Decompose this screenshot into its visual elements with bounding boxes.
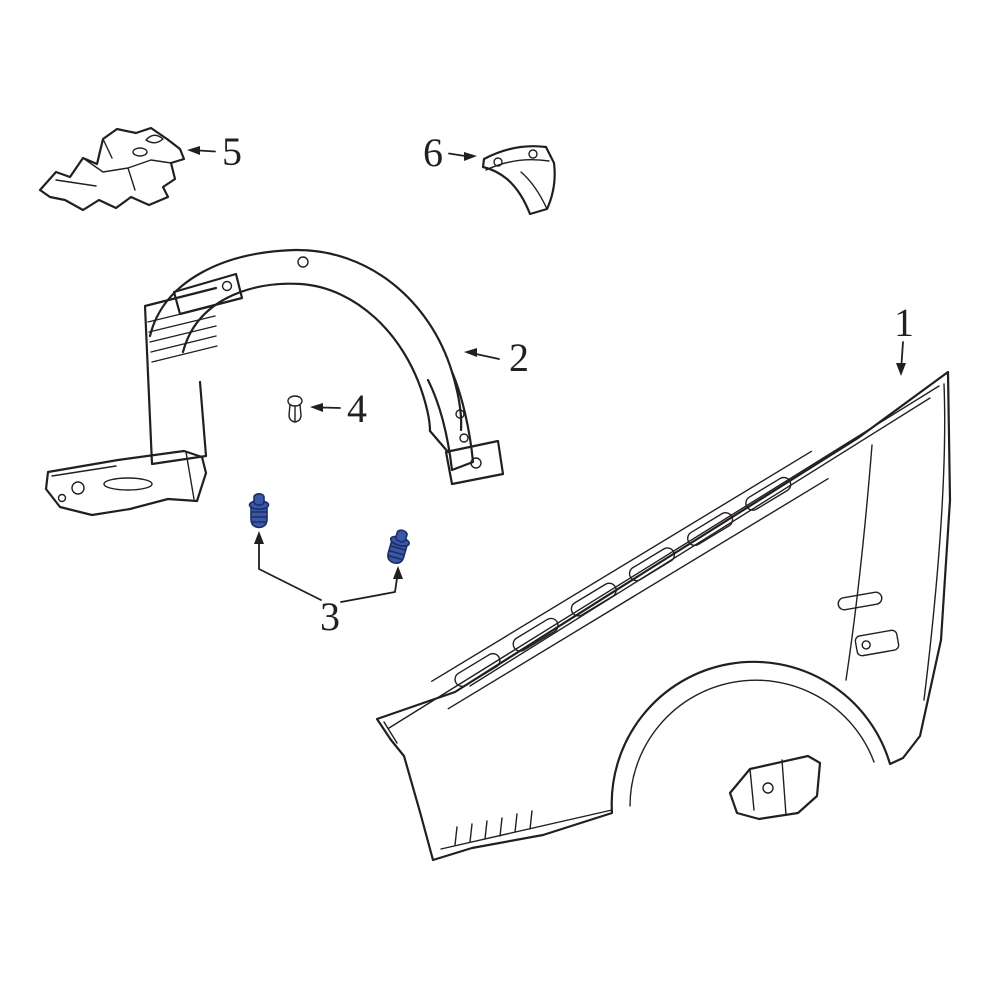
fender-slot <box>570 582 617 617</box>
fender-slot <box>454 652 501 688</box>
arrowhead-2 <box>464 348 477 357</box>
fender-lower-slot <box>854 629 900 657</box>
arrowhead-3b <box>393 566 403 579</box>
fender-lower-slot-hole <box>861 640 871 650</box>
callout-5-shaft <box>198 149 216 153</box>
liner-right-strap <box>426 370 505 486</box>
fender-slot <box>512 617 559 652</box>
part-grommet-clip <box>287 395 303 423</box>
callout-label-1: 1 <box>894 300 914 345</box>
liner-foot-details <box>51 451 195 503</box>
arrowhead-5 <box>187 146 200 155</box>
retainer-clip-rear <box>383 527 413 567</box>
callout-labels: 1 2 3 4 5 6 <box>222 129 914 639</box>
fender-top-creases <box>383 385 940 744</box>
fender-slot <box>687 512 734 547</box>
part-fender-panel <box>375 370 952 862</box>
fender-bottom-flange <box>440 809 613 850</box>
fender-slot-strip <box>431 450 829 710</box>
liner-strap-holes <box>455 409 482 469</box>
callout-4-shaft <box>321 406 341 409</box>
arrowhead-6 <box>464 152 477 161</box>
liner-left-panel <box>143 286 218 466</box>
retainer-clip-front <box>248 493 270 529</box>
part-splash-shield <box>38 126 186 212</box>
clip-knob <box>253 493 265 506</box>
fender-side-marker <box>837 591 883 611</box>
slot-strip-edges <box>431 450 829 710</box>
fender-slot <box>745 476 792 511</box>
arrowhead-1 <box>896 363 906 376</box>
fender-slot <box>628 547 676 582</box>
splash-shield-outline <box>38 126 186 212</box>
grommet-clip-shape <box>287 395 303 423</box>
callout-label-6: 6 <box>423 130 443 175</box>
splash-shield-creases <box>55 134 172 191</box>
callout-label-3: 3 <box>320 594 340 639</box>
bracket-creases <box>485 149 550 210</box>
callout-2-shaft <box>475 353 500 360</box>
side-marker-capsule <box>837 591 883 611</box>
liner-arch-outer <box>148 248 463 432</box>
callout-arrows <box>187 146 906 603</box>
callout-label-4: 4 <box>347 386 367 431</box>
liner-top-tab <box>172 272 244 316</box>
fender-lower-bracket <box>728 754 822 821</box>
callout-label-2: 2 <box>509 335 529 380</box>
callout-6-shaft <box>448 152 466 157</box>
callout-label-5: 5 <box>222 129 242 174</box>
callout-1-shaft <box>900 341 904 365</box>
fender-rear-edge-line <box>845 383 946 701</box>
fender-lower-detail <box>854 629 900 657</box>
fender-arch-inner-line <box>629 679 875 807</box>
diagram-lines: 1 2 3 4 5 6 <box>38 126 952 862</box>
arrowhead-4 <box>310 403 323 412</box>
liner-arch-inner <box>181 282 432 433</box>
part-retainer-clips <box>248 493 413 567</box>
clip-threads <box>250 511 268 523</box>
liner-holes <box>221 256 309 292</box>
callout-arrowheads <box>187 146 906 579</box>
part-bracket <box>481 145 556 216</box>
callout-3-shafts <box>258 542 398 603</box>
liner-foot <box>44 449 208 517</box>
part-fender-liner <box>44 248 505 517</box>
arrowhead-3a <box>254 531 264 544</box>
fender-lower-bracket-details <box>749 759 787 816</box>
fender-outline <box>375 370 952 862</box>
